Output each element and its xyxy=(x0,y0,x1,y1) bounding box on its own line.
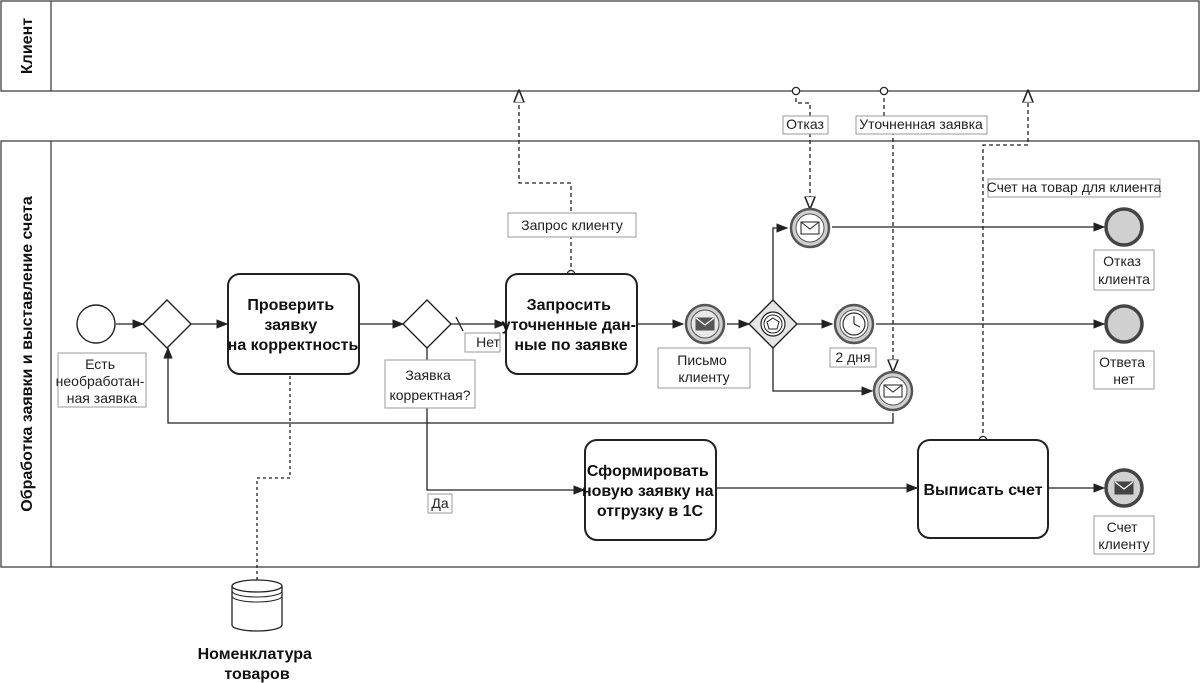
task-new-order-line1: Сформировать xyxy=(587,463,709,480)
task-request-line2: уточненные дан- xyxy=(502,317,636,334)
end-event-no-answer xyxy=(1104,304,1144,344)
svg-text:Отказ клиента: Отказ клиента xyxy=(1098,253,1150,287)
svg-text:Запрос клиенту: Запрос клиенту xyxy=(521,217,623,233)
svg-text:Номенклатура товаров: Номенклатура товаров xyxy=(198,646,317,683)
svg-text:Уточненная заявка: Уточненная заявка xyxy=(859,116,983,132)
task-new-order-line3: отгрузку в 1С xyxy=(597,503,704,520)
svg-text:Сформировать новую заявк: Сформировать новую заявку на отгрузку в … xyxy=(582,463,718,520)
label-end-no-answer: Ответа нет xyxy=(1093,350,1155,390)
task-check-line1: Проверить xyxy=(247,297,334,314)
end-event-client-refusal xyxy=(1104,207,1144,247)
task-request-details: Запросить уточненные дан- ные по заявке xyxy=(502,273,641,375)
exclusive-gateway-check xyxy=(402,299,452,349)
svg-text:Проверить заявку н: Проверить заявку на корректность xyxy=(228,297,359,354)
label-request-client: Запрос клиенту xyxy=(507,212,637,238)
label-flow-yes: Да xyxy=(427,493,453,514)
task-request-line1: Запросить xyxy=(527,297,611,314)
intermediate-throw-message xyxy=(684,303,726,345)
task-request-line3: ные по заявке xyxy=(514,337,627,354)
datastore-label-line1: Номенклатура xyxy=(198,646,312,663)
label-start-event: Есть необработан- ная заявка xyxy=(56,352,149,408)
datastore-label-line2: товаров xyxy=(224,666,289,683)
task-new-order-line2: новую заявку на xyxy=(582,483,714,500)
task-check-line2: заявку xyxy=(264,317,317,334)
task-issue-invoice: Выписать счет xyxy=(917,439,1049,539)
datastore-association xyxy=(256,376,291,580)
svg-text:2 дня: 2 дня xyxy=(835,349,870,365)
svg-text:Нет: Нет xyxy=(476,334,500,350)
intermediate-catch-message-clarified xyxy=(872,370,914,412)
start-event xyxy=(76,304,116,344)
svg-text:Есть необработан-: Есть необработан- ная заявка xyxy=(56,356,149,406)
data-store: Номенклатура товаров xyxy=(198,579,317,683)
task-new-order-1c: Сформировать новую заявку на отгрузку в … xyxy=(582,439,718,541)
label-timer: 2 дня xyxy=(829,347,877,368)
lane-client-title: Клиент xyxy=(19,18,36,74)
svg-text:Выписать счет: Выписать счет xyxy=(923,482,1042,499)
svg-text:Запросить уточненные дан: Запросить уточненные дан- ные по заявке xyxy=(502,297,641,354)
task-invoice-line1: Выписать счет xyxy=(923,482,1042,499)
label-end-refusal: Отказ клиента xyxy=(1093,249,1155,291)
end-event-invoice-message xyxy=(1104,468,1144,508)
label-invoice-client: Счет на товар для клиента xyxy=(987,178,1162,198)
svg-text:Да: Да xyxy=(431,495,448,511)
lane-client: Клиент xyxy=(0,0,1200,92)
exclusive-gateway-merge xyxy=(142,299,192,349)
sequence-flows xyxy=(116,222,1106,495)
lane-process-title: Обработка заявки и выставление счета xyxy=(19,196,36,512)
event-based-gateway xyxy=(748,299,798,349)
svg-text:Счет на товар для клиента: Счет на товар для клиента xyxy=(987,179,1162,195)
label-refusal: Отказ xyxy=(782,115,829,135)
intermediate-timer-event xyxy=(833,303,875,345)
svg-text:Отказ: Отказ xyxy=(786,116,824,132)
label-gateway-correct: Заявка корректная? xyxy=(384,359,476,409)
label-clarified-order: Уточненная заявка xyxy=(855,115,988,135)
svg-text:Ответа нет: Ответа нет xyxy=(1099,354,1149,387)
svg-text:Счет клиенту: Счет клиенту xyxy=(1098,519,1149,552)
intermediate-catch-message-refusal xyxy=(789,207,831,249)
task-check-line3: на корректность xyxy=(228,337,359,354)
label-end-invoice: Счет клиенту xyxy=(1093,515,1155,555)
svg-text:Заявка корректная?: Заявка корректная? xyxy=(389,367,470,403)
task-check-order: Проверить заявку на корректность xyxy=(227,273,360,375)
svg-text:Письмо клиенту: Письмо клиенту xyxy=(677,352,730,385)
label-flow-no: Нет xyxy=(464,332,501,353)
label-letter-client: Письмо клиенту xyxy=(657,347,751,389)
